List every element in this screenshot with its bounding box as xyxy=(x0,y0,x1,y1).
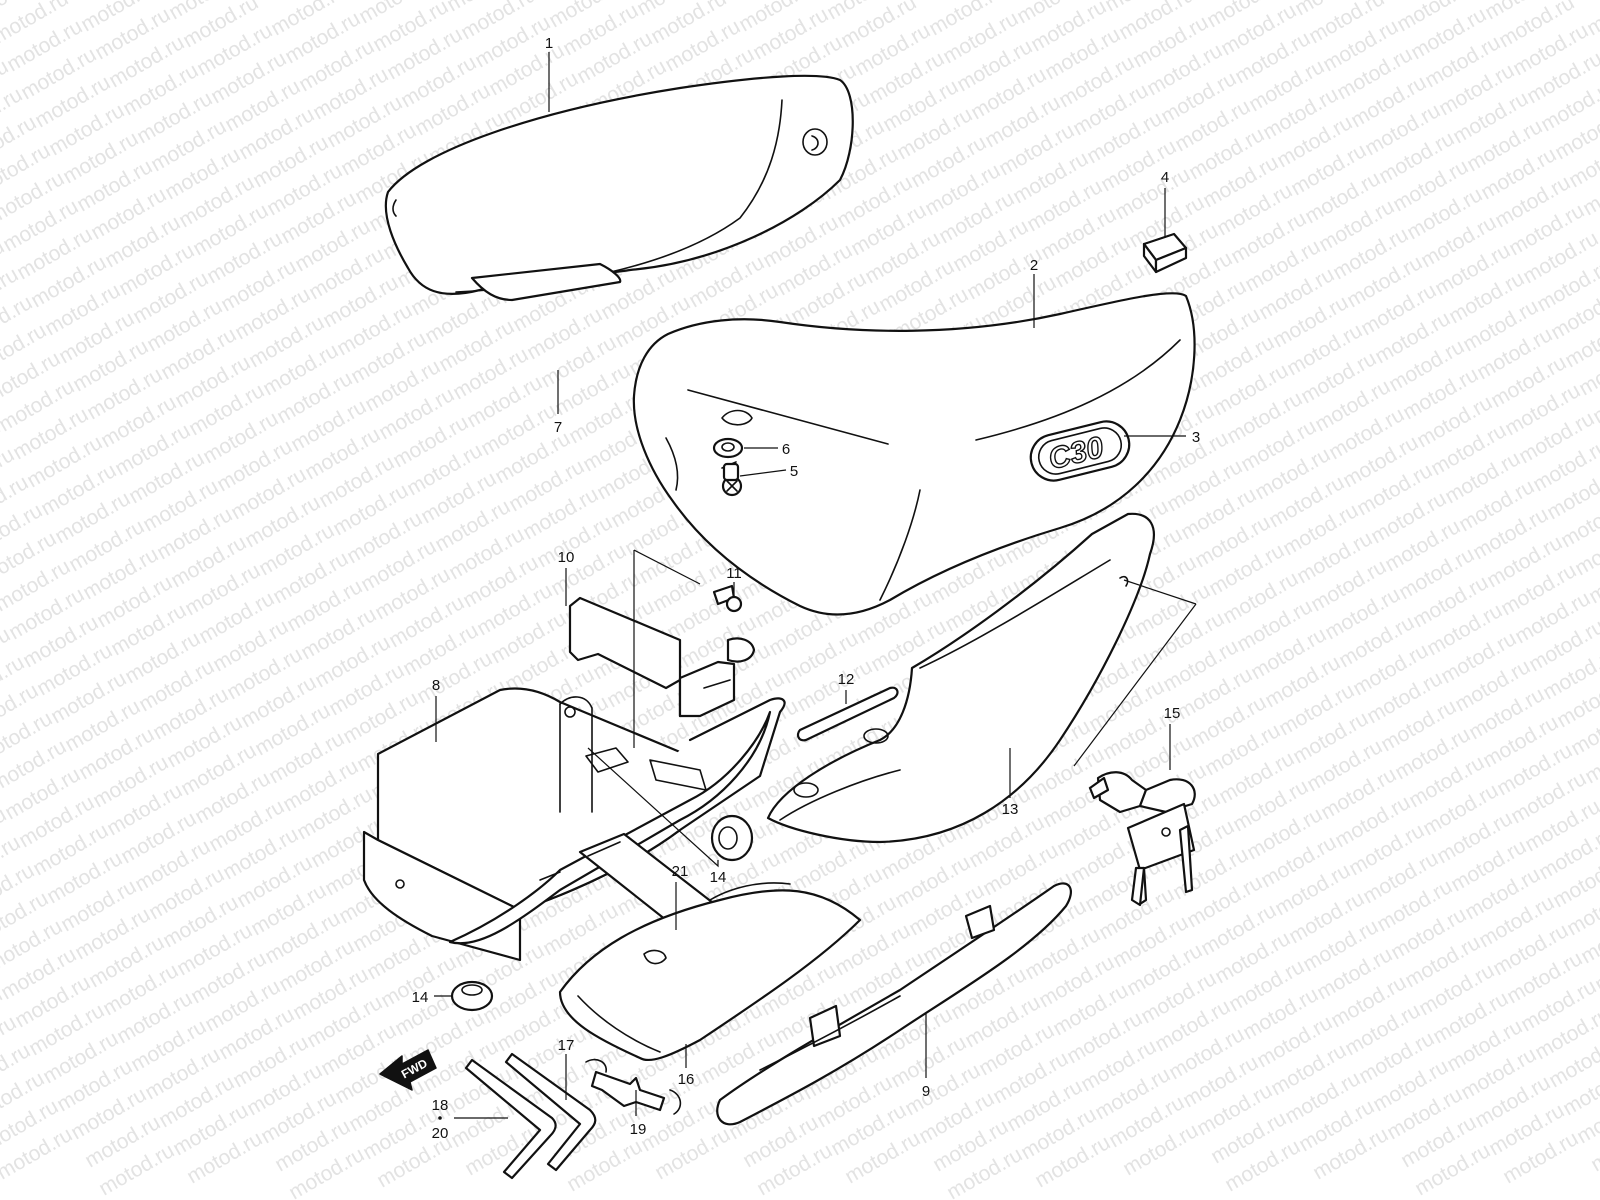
part-11-bolt xyxy=(712,584,743,613)
part-16-tool-bag xyxy=(558,882,862,1062)
callout-4: 4 xyxy=(1161,169,1169,186)
callout-3: 3 xyxy=(1192,429,1200,446)
part-latch xyxy=(678,637,756,718)
leader-lines xyxy=(434,52,1197,1119)
fwd-direction-arrow: FWD xyxy=(379,1049,437,1091)
callout-14-upper: 14 xyxy=(710,869,727,886)
callout-8: 8 xyxy=(432,677,440,694)
part-17-hex-key xyxy=(504,1052,597,1172)
part-3-emblem: C30 xyxy=(1029,420,1131,482)
callout-19: 19 xyxy=(630,1121,647,1138)
part-2-seat xyxy=(632,292,1196,616)
callout-6: 6 xyxy=(782,441,790,458)
part-19-wrench xyxy=(585,1058,682,1115)
part-15-seat-lock xyxy=(1088,771,1196,907)
part-5-screw xyxy=(721,461,743,497)
callout-2: 2 xyxy=(1030,257,1038,274)
callout-12: 12 xyxy=(838,671,855,688)
part-1-panel xyxy=(384,74,854,302)
part-14-grommet-upper xyxy=(710,814,754,862)
callout-11: 11 xyxy=(726,565,742,582)
callout-17: 17 xyxy=(558,1037,575,1054)
callout-labels: 1 2 3 4 5 6 7 8 9 10 11 12 13 14 14 15 1… xyxy=(412,35,1201,1142)
callout-9: 9 xyxy=(922,1083,930,1100)
callout-18-20-dot xyxy=(438,1116,442,1120)
callout-15: 15 xyxy=(1164,705,1181,722)
part-13-tail-cover xyxy=(766,512,1155,844)
part-14-grommet-lower xyxy=(450,980,494,1012)
part-6-washer xyxy=(712,437,744,459)
part-12-strip xyxy=(796,686,899,742)
part-9-side-cover xyxy=(716,882,1072,1126)
part-18-hex-key xyxy=(464,1058,557,1180)
part-4-cushion xyxy=(1142,232,1188,274)
callout-7: 7 xyxy=(554,419,562,436)
callout-10: 10 xyxy=(558,549,575,566)
callout-13: 13 xyxy=(1002,801,1019,818)
callout-16: 16 xyxy=(678,1071,695,1088)
callout-1: 1 xyxy=(545,35,553,52)
callout-14-lower: 14 xyxy=(412,989,429,1006)
callout-18: 18 xyxy=(432,1097,449,1114)
callout-5: 5 xyxy=(790,463,798,480)
callout-20: 20 xyxy=(432,1125,449,1142)
callout-21: 21 xyxy=(672,863,689,880)
